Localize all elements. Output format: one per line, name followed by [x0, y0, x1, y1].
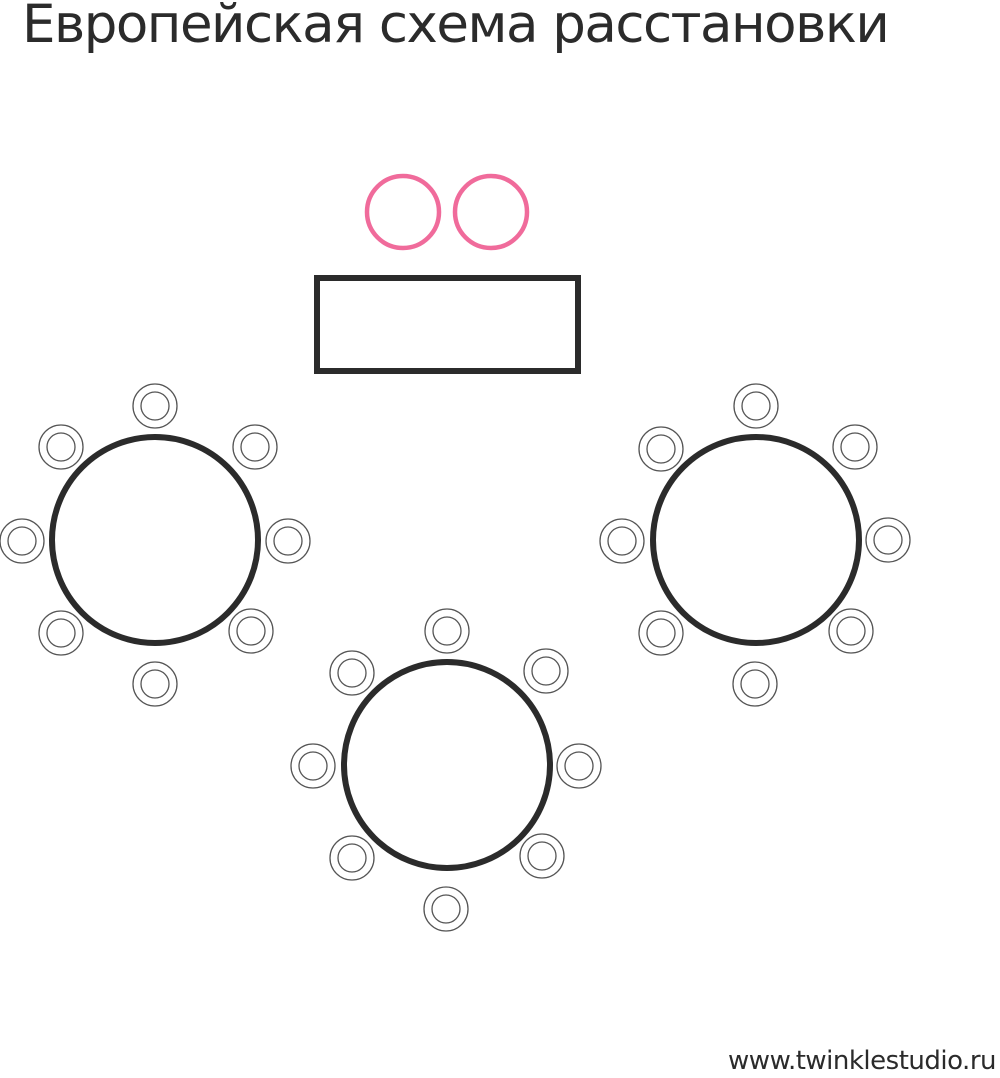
chair-right-5	[865, 517, 911, 563]
chair-left-4	[0, 518, 45, 564]
guest-chairs	[0, 383, 911, 932]
round-table-left	[49, 434, 261, 646]
couple-seat-1	[364, 173, 442, 251]
chair-right-1	[733, 383, 779, 429]
chair-center-8	[423, 886, 469, 932]
chair-left-7	[228, 608, 274, 654]
website-url: www.twinklestudio.ru	[728, 1046, 996, 1076]
chair-left-1	[132, 383, 178, 429]
head-table	[314, 275, 581, 374]
chair-left-6	[38, 610, 84, 656]
chair-left-3	[232, 424, 278, 470]
chair-center-2	[329, 650, 375, 696]
chair-left-5	[265, 518, 311, 564]
page-title: Европейская схема расстановки	[22, 0, 890, 55]
chair-left-8	[132, 661, 178, 707]
chair-center-4	[290, 743, 336, 789]
chair-center-1	[424, 608, 470, 654]
chair-center-3	[523, 648, 569, 694]
chair-right-6	[638, 610, 684, 656]
chair-center-7	[519, 833, 565, 879]
chair-center-6	[329, 835, 375, 881]
round-table-right	[650, 434, 862, 646]
chair-left-2	[38, 424, 84, 470]
couple-seat-2	[452, 173, 530, 251]
chair-right-3	[832, 424, 878, 470]
chair-right-2	[638, 426, 684, 472]
chair-center-5	[556, 743, 602, 789]
chair-right-8	[732, 661, 778, 707]
chair-right-4	[599, 518, 645, 564]
chair-right-7	[828, 608, 874, 654]
round-table-center	[341, 659, 553, 871]
